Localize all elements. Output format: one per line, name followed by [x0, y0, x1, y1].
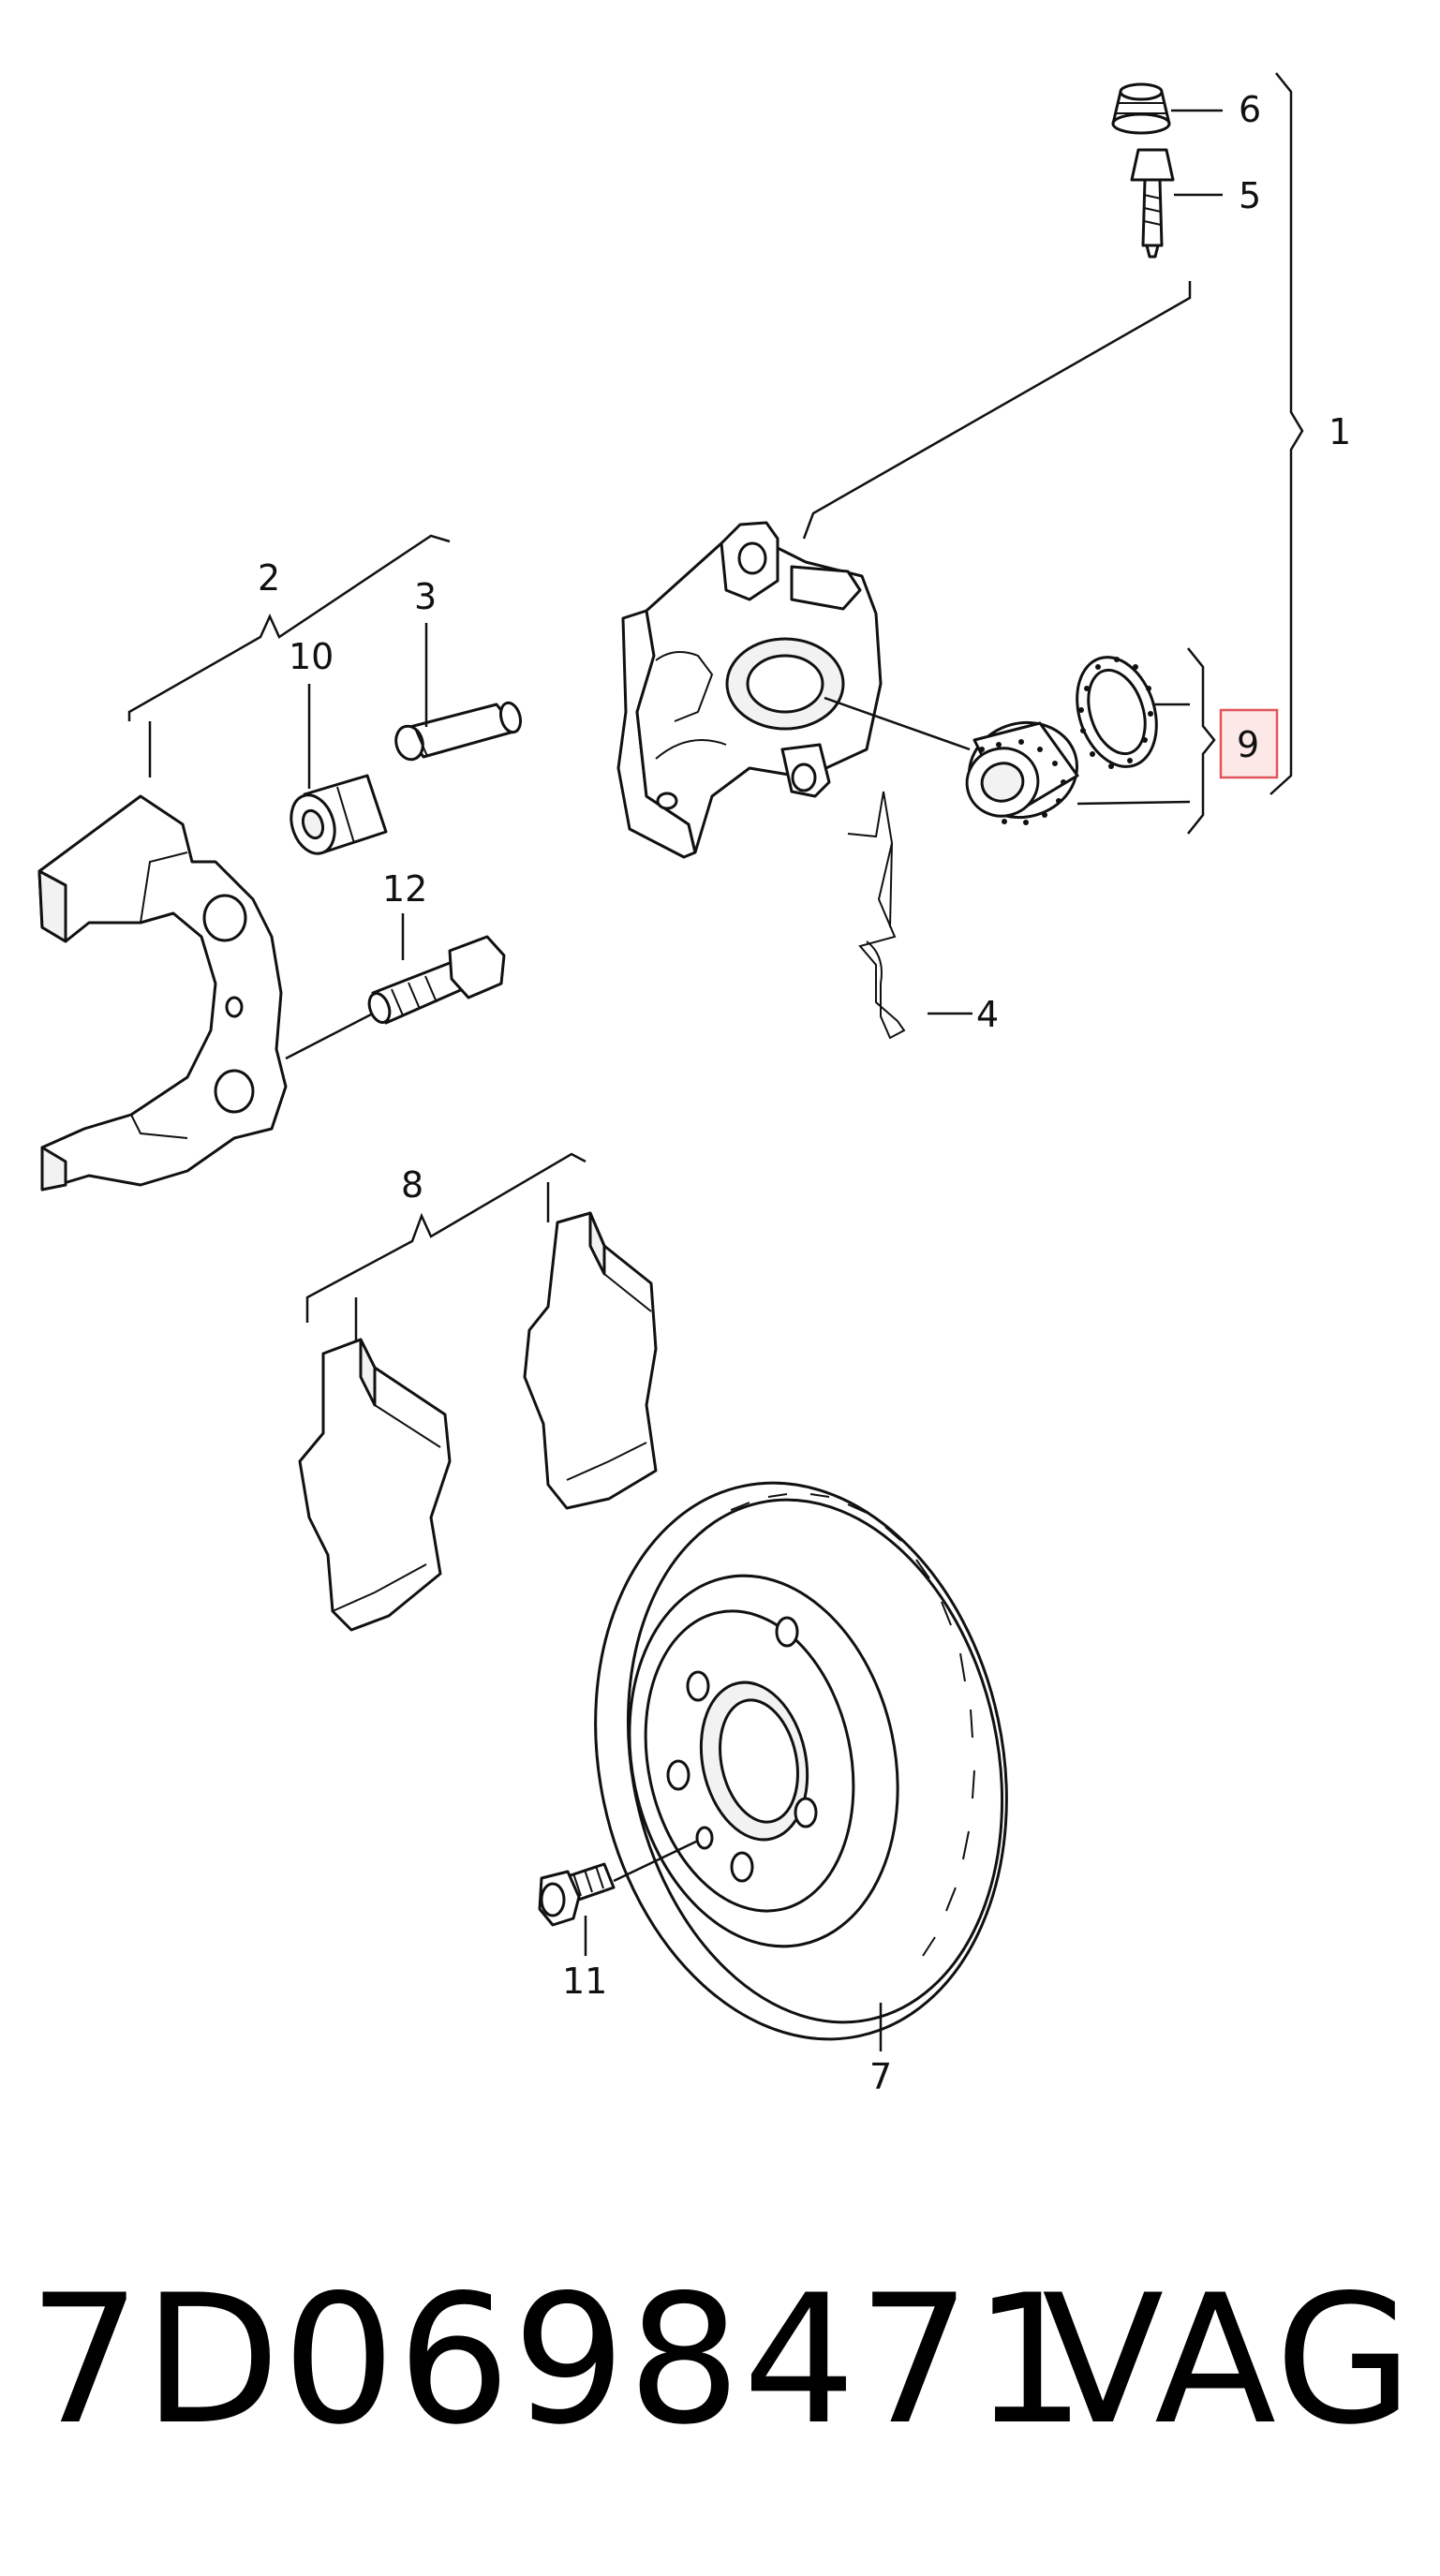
part-2-caliper-bracket: [37, 794, 288, 1192]
caliper-housing: [616, 521, 883, 859]
leader-12-to-bracket: [285, 1012, 374, 1060]
highlight-box-9: [1219, 708, 1279, 779]
callout-2[interactable]: 2: [258, 557, 280, 599]
leader-11-to-disc: [613, 1839, 699, 1883]
callout-4[interactable]: 4: [976, 994, 999, 1035]
part-3-guide-pin: [394, 701, 523, 762]
callout-9[interactable]: 9: [1237, 724, 1259, 765]
part-10-guide-sleeve: [289, 774, 388, 855]
callout-1[interactable]: 1: [1329, 411, 1351, 452]
part-6-bleed-cap: [1111, 82, 1171, 135]
callout-12[interactable]: 12: [382, 868, 427, 910]
part-4-wear-sensor-wire: [847, 791, 906, 1040]
callout-5[interactable]: 5: [1239, 175, 1261, 216]
leader-caliper-to-seal: [824, 696, 971, 751]
callout-6[interactable]: 6: [1239, 89, 1261, 130]
callout-8[interactable]: 8: [401, 1164, 423, 1206]
callout-7[interactable]: 7: [869, 2056, 892, 2097]
bracket-group-8: [305, 1152, 586, 1323]
footer-caption: 7D0698471 VAG: [28, 2248, 1415, 2473]
part-8-brake-pad-left: [298, 1338, 452, 1632]
bracket-9: [1187, 647, 1216, 835]
part-8-brake-pad-right: [523, 1211, 658, 1510]
part-11-disc-retaining-screw: [538, 1862, 616, 1927]
part-5-bleed-screw: [1130, 148, 1175, 259]
brand-name: VAG: [1042, 2257, 1415, 2464]
part-number: 7D0698471: [28, 2257, 1089, 2464]
callout-3[interactable]: 3: [414, 576, 437, 617]
part-12-bracket-bolt: [367, 935, 506, 1025]
callout-10[interactable]: 10: [289, 636, 334, 677]
bracket-group-1: [1269, 72, 1304, 795]
part-7-brake-disc: [594, 1481, 1008, 2041]
leader-5-to-caliper: [802, 281, 1192, 540]
callout-11[interactable]: 11: [562, 1961, 607, 2002]
bracket-group-2: [127, 534, 451, 721]
part-9-seal-kit: [965, 656, 1158, 825]
leader-9-bottom: [1076, 800, 1191, 806]
